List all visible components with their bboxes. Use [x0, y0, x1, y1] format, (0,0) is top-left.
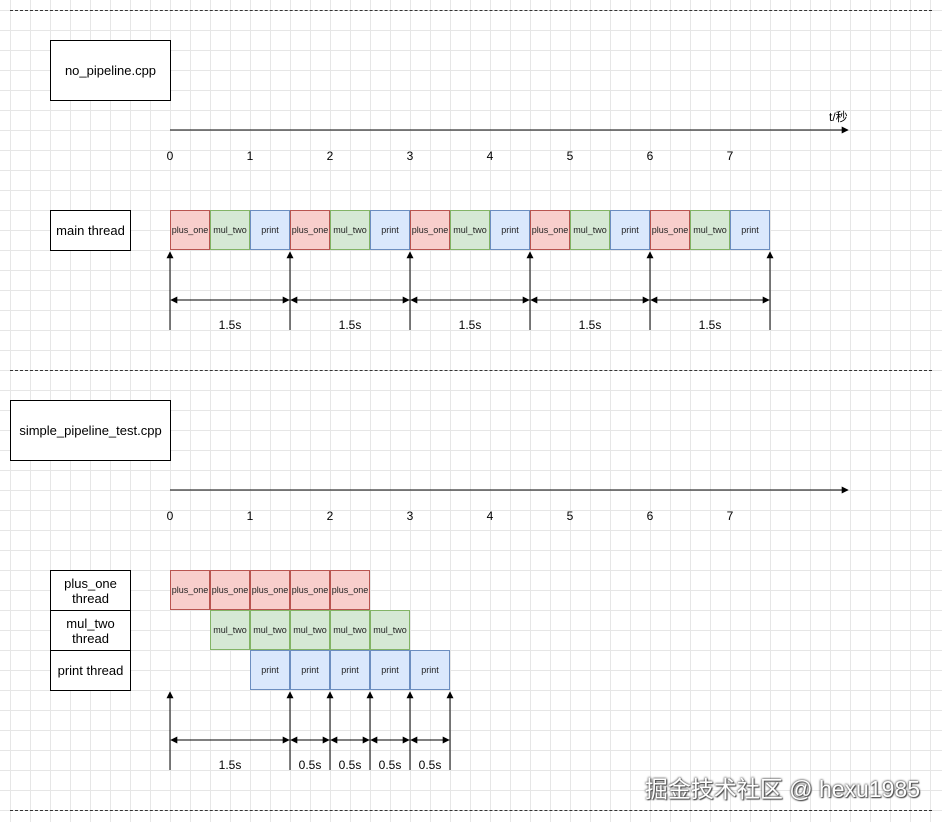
print-step: print	[410, 650, 450, 690]
print-step: print	[250, 650, 290, 690]
tick-label: 5	[566, 149, 574, 163]
mul-two-step: mul_two	[570, 210, 610, 250]
main-thread-label: main thread	[50, 210, 131, 251]
tick-label: 4	[486, 509, 494, 523]
duration-label: 1.5s	[218, 318, 242, 332]
middle-separator	[10, 370, 932, 371]
mul-two-step: mul_two	[290, 610, 330, 650]
tick-label: 0	[166, 509, 174, 523]
tick-label: 1	[246, 149, 254, 163]
tick-label: 2	[326, 149, 334, 163]
mul-two-step: mul_two	[330, 210, 370, 250]
print-step: print	[490, 210, 530, 250]
duration-label: 1.5s	[218, 758, 242, 772]
mul-two-step: mul_two	[450, 210, 490, 250]
print-step: print	[370, 650, 410, 690]
mul-two-step: mul_two	[690, 210, 730, 250]
tick-label: 1	[246, 509, 254, 523]
plus-one-step: plus_one	[170, 570, 210, 610]
tick-label: 6	[646, 509, 654, 523]
print-step: print	[290, 650, 330, 690]
duration-label: 1.5s	[338, 318, 362, 332]
top-separator	[10, 10, 932, 11]
print-step: print	[730, 210, 770, 250]
plus-one-step: plus_one	[290, 210, 330, 250]
watermark: 掘金技术社区 @ hexu1985	[644, 776, 920, 802]
mul-two-step: mul_two	[370, 610, 410, 650]
duration-label: 0.5s	[418, 758, 442, 772]
mul-two-step: mul_two	[250, 610, 290, 650]
section1-axis-unit: t/秒	[829, 110, 848, 124]
plus-one-step: plus_one	[330, 570, 370, 610]
tick-label: 4	[486, 149, 494, 163]
tick-label: 5	[566, 509, 574, 523]
tick-label: 3	[406, 149, 414, 163]
plus-one-step: plus_one	[410, 210, 450, 250]
mul-two-step: mul_two	[330, 610, 370, 650]
duration-label: 1.5s	[698, 318, 722, 332]
plus-one-thread-label: plus_one thread	[50, 570, 131, 611]
duration-label: 0.5s	[338, 758, 362, 772]
duration-label: 0.5s	[378, 758, 402, 772]
plus-one-step: plus_one	[170, 210, 210, 250]
duration-label: 1.5s	[458, 318, 482, 332]
section2-title: simple_pipeline_test.cpp	[10, 400, 171, 461]
print-step: print	[330, 650, 370, 690]
section1-title: no_pipeline.cpp	[50, 40, 171, 101]
mul-two-step: mul_two	[210, 610, 250, 650]
print-thread-label: print thread	[50, 650, 131, 691]
duration-label: 0.5s	[298, 758, 322, 772]
tick-label: 6	[646, 149, 654, 163]
tick-label: 0	[166, 149, 174, 163]
print-step: print	[370, 210, 410, 250]
tick-label: 3	[406, 509, 414, 523]
plus-one-step: plus_one	[290, 570, 330, 610]
plus-one-step: plus_one	[530, 210, 570, 250]
print-step: print	[250, 210, 290, 250]
tick-label: 2	[326, 509, 334, 523]
mul-two-thread-label: mul_two thread	[50, 610, 131, 651]
plus-one-step: plus_one	[650, 210, 690, 250]
plus-one-step: plus_one	[250, 570, 290, 610]
print-step: print	[610, 210, 650, 250]
plus-one-step: plus_one	[210, 570, 250, 610]
duration-label: 1.5s	[578, 318, 602, 332]
bottom-separator	[10, 810, 932, 811]
tick-label: 7	[726, 509, 734, 523]
tick-label: 7	[726, 149, 734, 163]
mul-two-step: mul_two	[210, 210, 250, 250]
